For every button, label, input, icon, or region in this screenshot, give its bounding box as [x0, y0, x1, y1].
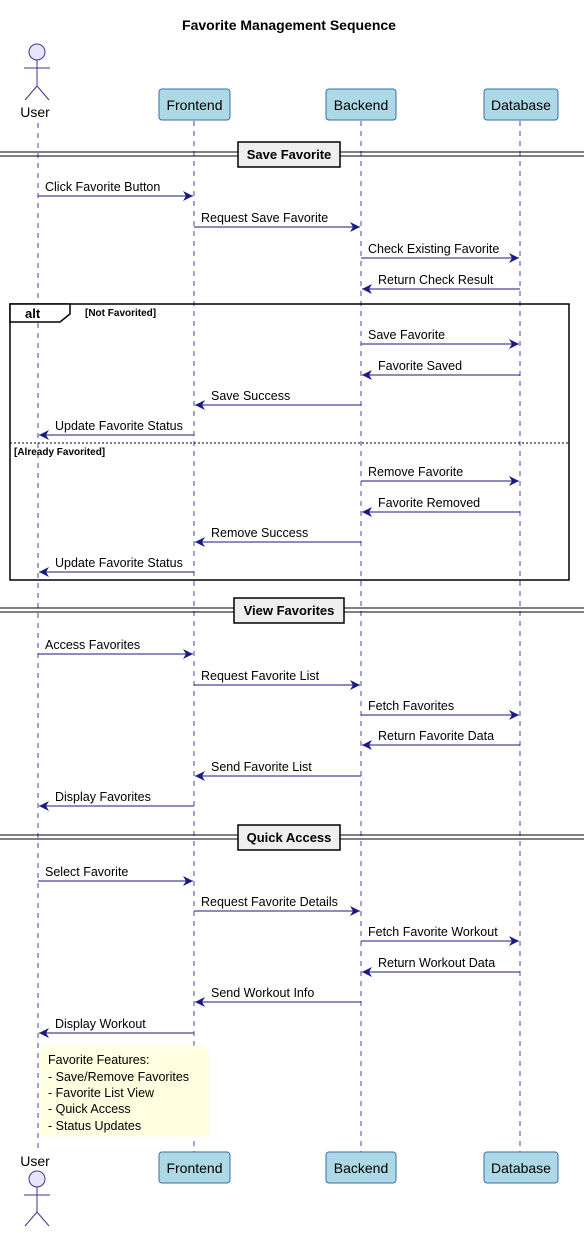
section-view-favorites: View Favorites [0, 597, 584, 624]
participant-database-label: Database [491, 1160, 551, 1176]
message-label: Access Favorites [45, 638, 140, 652]
message: Return Workout Data [362, 956, 520, 977]
section-label: Save Favorite [247, 147, 332, 162]
message: Return Check Result [362, 273, 520, 294]
message-label: Remove Success [211, 526, 308, 540]
actor-user-label: User [20, 1153, 50, 1169]
message-label: Display Workout [55, 1017, 146, 1031]
participant-box [325, 1151, 397, 1184]
participant-box [158, 1151, 231, 1184]
participant-box [325, 88, 397, 121]
message: Save Success [195, 389, 361, 410]
participant-frontend-label: Frontend [166, 1160, 222, 1176]
message: Display Favorites [39, 790, 194, 811]
message-label: Fetch Favorites [368, 699, 454, 713]
actor-head [28, 43, 46, 61]
message: Access Favorites [38, 638, 193, 659]
note-line: - Favorite List View [48, 1086, 155, 1100]
message-label: Request Favorite List [201, 669, 320, 683]
actor-user-top: User [20, 43, 50, 120]
note-favorite-features: Favorite Features: - Save/Remove Favorit… [39, 1045, 210, 1137]
participant-backend-top: Backend [325, 88, 397, 121]
message: Request Favorite Details [194, 895, 360, 916]
message-label: Request Favorite Details [201, 895, 338, 909]
message-label: Select Favorite [45, 865, 128, 879]
participant-backend-label: Backend [334, 97, 388, 113]
message: Request Favorite List [194, 669, 360, 690]
actor-head [28, 1170, 46, 1188]
message-label: Return Favorite Data [378, 729, 494, 743]
message-label: Request Save Favorite [201, 211, 328, 225]
lifelines [37, 121, 521, 1152]
note-line: Favorite Features: [48, 1053, 149, 1067]
message-label: Save Success [211, 389, 290, 403]
message: Select Favorite [38, 865, 193, 886]
participant-backend-bottom: Backend [325, 1151, 397, 1184]
participant-database-bottom: Database [483, 1151, 559, 1184]
participant-database-label: Database [491, 97, 551, 113]
participant-frontend-bottom: Frontend [158, 1151, 231, 1184]
message: Favorite Removed [362, 496, 520, 517]
message-label: Return Check Result [378, 273, 494, 287]
alt-guard-already-favorited: [Already Favorited] [14, 447, 105, 458]
actor-user-label: User [20, 104, 50, 120]
message-label: Fetch Favorite Workout [368, 925, 498, 939]
participant-box [483, 1151, 559, 1184]
alt-guard-not-favorited: [Not Favorited] [85, 308, 156, 319]
message: Return Favorite Data [362, 729, 520, 750]
participant-frontend-label: Frontend [166, 97, 222, 113]
participant-box [158, 88, 231, 121]
message-label: Send Favorite List [211, 760, 312, 774]
message: Favorite Saved [362, 359, 520, 380]
message: Fetch Favorite Workout [361, 925, 519, 946]
section-save-favorite: Save Favorite [0, 141, 584, 168]
message: Request Save Favorite [194, 211, 360, 232]
message-label: Save Favorite [368, 328, 445, 342]
alt-fragment: alt [Not Favorited] [Already Favorited] [9, 303, 570, 581]
diagram-title: Favorite Management Sequence [182, 17, 396, 33]
message-label: Favorite Saved [378, 359, 462, 373]
message: Fetch Favorites [361, 699, 519, 720]
message-label: Send Workout Info [211, 986, 314, 1000]
note-line: - Save/Remove Favorites [48, 1070, 189, 1084]
message: Update Favorite Status [39, 556, 194, 577]
message-label: Click Favorite Button [45, 180, 160, 194]
message-label: Remove Favorite [368, 465, 463, 479]
message-label: Update Favorite Status [55, 419, 183, 433]
note-line: - Status Updates [48, 1119, 141, 1133]
actor-user-bottom: User [20, 1153, 50, 1227]
message-label: Check Existing Favorite [368, 242, 499, 256]
message: Check Existing Favorite [361, 242, 519, 263]
section-label: View Favorites [244, 603, 335, 618]
section-label: Quick Access [247, 830, 332, 845]
message: Remove Success [195, 526, 361, 547]
note-line: - Quick Access [48, 1102, 131, 1116]
participant-box [483, 88, 559, 121]
alt-label: alt [25, 306, 41, 321]
message-label: Display Favorites [55, 790, 151, 804]
message: Send Workout Info [195, 986, 361, 1007]
participant-backend-label: Backend [334, 1160, 388, 1176]
message: Remove Favorite [361, 465, 519, 486]
message: Update Favorite Status [39, 419, 194, 440]
message: Display Workout [39, 1017, 194, 1038]
section-quick-access: Quick Access [0, 824, 584, 851]
message-label: Update Favorite Status [55, 556, 183, 570]
message: Save Favorite [361, 328, 519, 349]
message-label: Favorite Removed [378, 496, 480, 510]
message-label: Return Workout Data [378, 956, 495, 970]
participant-frontend-top: Frontend [158, 88, 231, 121]
message: Click Favorite Button [38, 180, 193, 201]
participant-database-top: Database [483, 88, 559, 121]
message: Send Favorite List [195, 760, 361, 781]
